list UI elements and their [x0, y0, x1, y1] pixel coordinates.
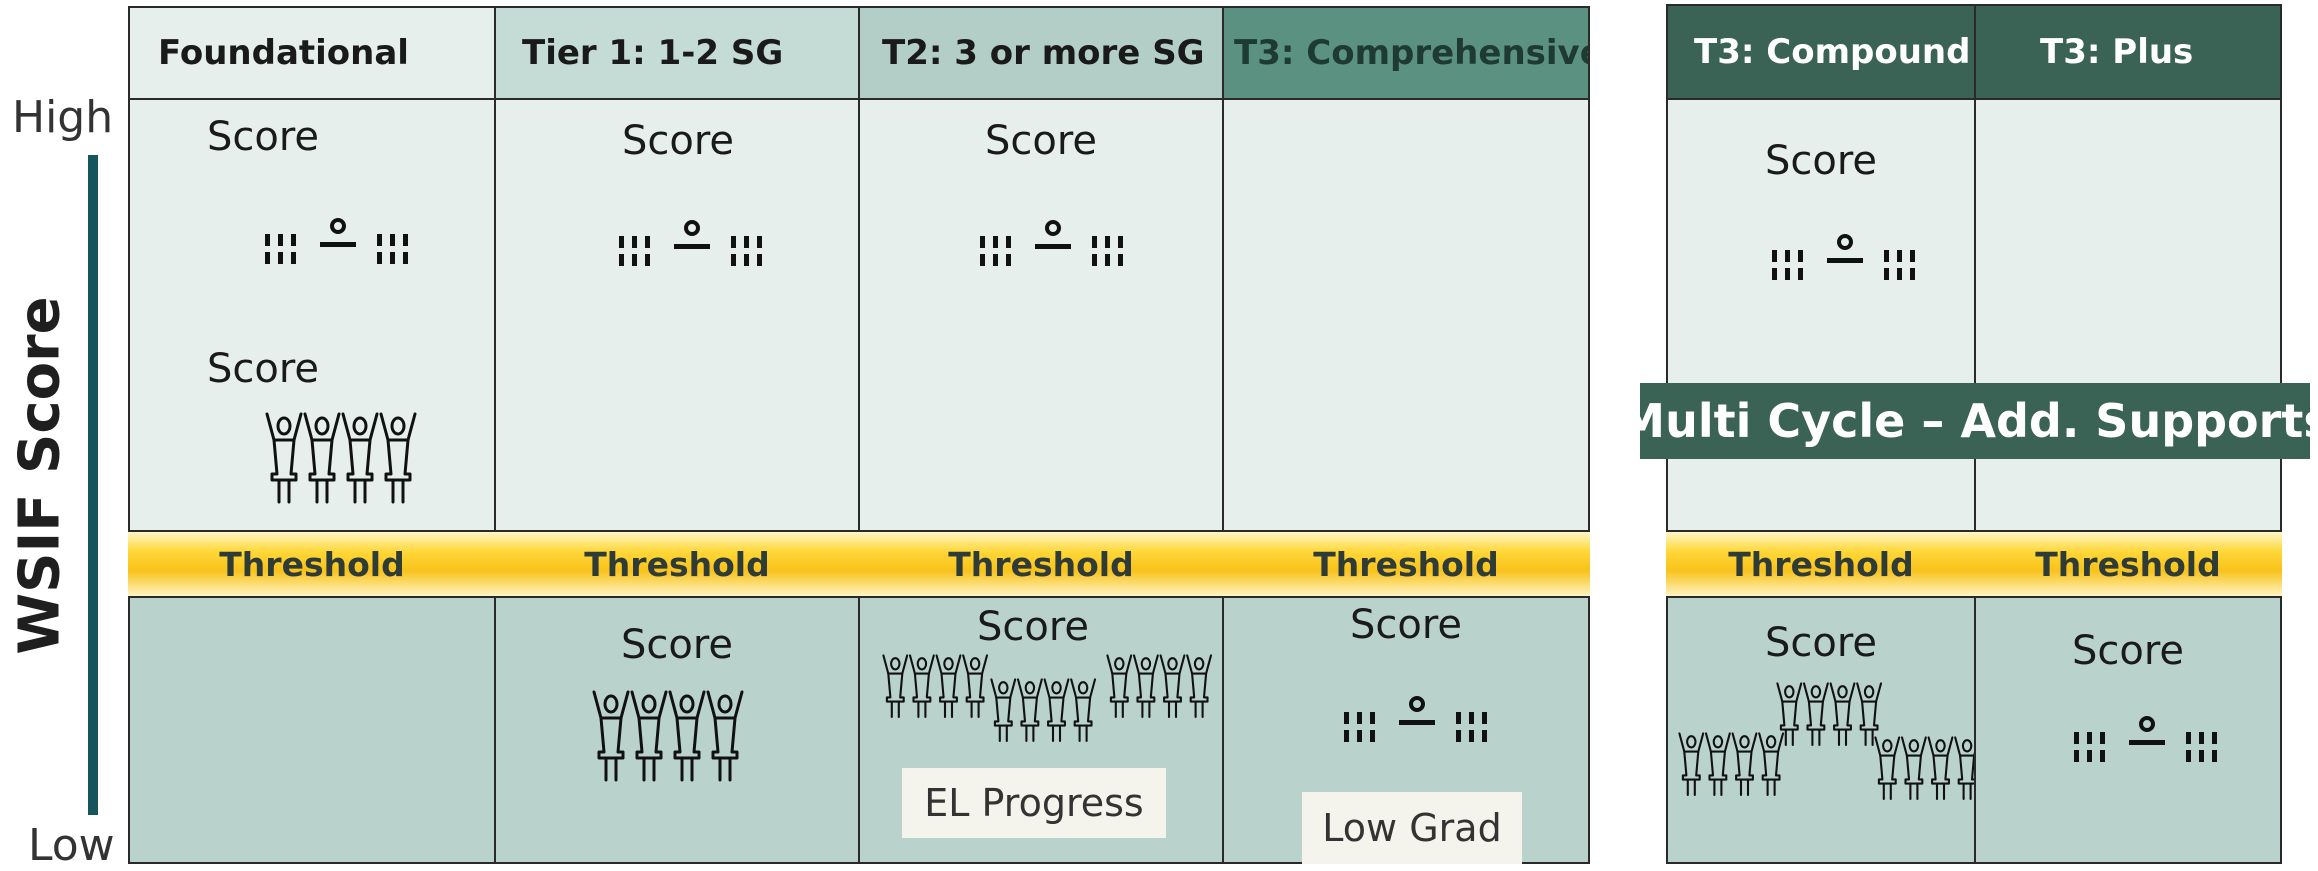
people-group-icon: [1106, 654, 1212, 717]
cell-t2-below: Score EL Progress: [858, 596, 1224, 864]
score-label: Score: [984, 118, 1098, 164]
cell-t2-above: Score: [858, 98, 1224, 532]
cell-t3-comprehensive-above: [1222, 98, 1590, 532]
cell-t3-plus-above: [1974, 98, 2282, 532]
threshold-band: Threshold: [1666, 530, 1976, 598]
column-header-label: Foundational: [158, 33, 409, 73]
cell-tier1-below: Score: [494, 596, 860, 864]
el-progress-tag: EL Progress: [902, 768, 1166, 838]
column-header-t3-comprehensive: T3: Comprehensive: [1222, 6, 1590, 100]
score-label: Score: [621, 118, 735, 164]
score-label: Score: [620, 622, 734, 668]
score-label: Score: [206, 346, 320, 392]
division-score-icon: [978, 220, 1125, 268]
column-header-label: T3: Comprehensive: [1234, 33, 1590, 73]
column-header-t2: T2: 3 or more SG: [858, 6, 1224, 100]
division-score-icon: [2072, 716, 2219, 764]
division-score-icon: [617, 220, 764, 268]
cell-t3-compound-below: Score: [1666, 596, 1976, 864]
axis-low-label: Low: [28, 820, 115, 871]
people-group-icon: [1776, 682, 1882, 745]
people-group-icon: [882, 654, 988, 717]
column-header-t3-plus: T3: Plus: [1974, 4, 2282, 100]
column-header-label: T2: 3 or more SG: [882, 33, 1205, 73]
people-group-icon: [1678, 732, 1784, 795]
score-label: Score: [976, 604, 1090, 650]
column-header-label: Tier 1: 1-2 SG: [522, 33, 784, 73]
score-label: Score: [2071, 628, 2185, 674]
column-header-tier1: Tier 1: 1-2 SG: [494, 6, 860, 100]
column-header-t3-compound: T3: Compound: [1666, 4, 1976, 100]
threshold-band: Threshold: [494, 530, 860, 598]
column-header-foundational: Foundational: [128, 6, 496, 100]
cell-foundational-below: [128, 596, 496, 864]
cell-t3-plus-below: Score: [1974, 596, 2282, 864]
column-header-label: T3: Plus: [2040, 32, 2194, 72]
score-label: Score: [206, 114, 320, 160]
division-score-icon: [1342, 696, 1489, 744]
division-score-icon: [263, 218, 410, 266]
column-header-label: T3: Compound: [1694, 32, 1971, 72]
cell-foundational-above: Score Score: [128, 98, 496, 532]
cell-t3-comprehensive-below: Score Low Grad: [1222, 596, 1590, 864]
people-group-icon: [265, 412, 417, 502]
threshold-band: Threshold: [1222, 530, 1590, 598]
people-group-icon: [1874, 736, 1980, 799]
cell-t3-compound-above: Score: [1666, 98, 1976, 532]
people-group-icon: [592, 690, 744, 780]
axis-title: WSIF Score: [7, 295, 73, 655]
score-label: Score: [1764, 620, 1878, 666]
axis-high-label: High: [12, 92, 114, 143]
cell-tier1-above: Score: [494, 98, 860, 532]
division-score-icon: [1770, 234, 1917, 282]
threshold-band: Threshold: [1974, 530, 2282, 598]
score-label: Score: [1764, 138, 1878, 184]
axis-bar: [88, 155, 98, 815]
score-label: Score: [1349, 602, 1463, 648]
threshold-band: Threshold: [858, 530, 1224, 598]
people-group-icon: [990, 678, 1096, 741]
multi-cycle-banner: Multi Cycle – Add. Supports: [1619, 383, 2318, 459]
threshold-band: Threshold: [128, 530, 496, 598]
low-grad-tag: Low Grad: [1302, 792, 1522, 864]
